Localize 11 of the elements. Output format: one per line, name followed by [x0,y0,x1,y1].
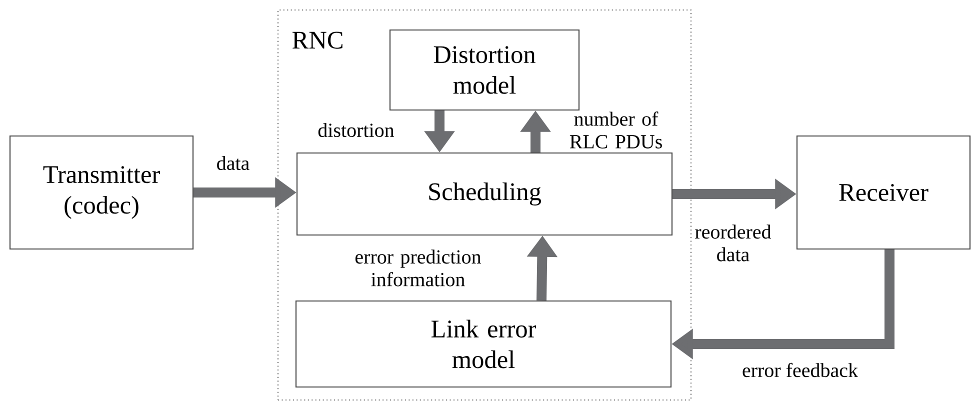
edge-label: reordered data [695,224,772,262]
edge-label: number of RLC PDUs [570,112,662,148]
process-box: Transmitter (codec) [9,135,194,250]
process-box: Distortion model [389,29,580,111]
process-box: Scheduling [296,152,673,236]
edge-label: error prediction information [355,250,482,286]
process-box: Receiver [796,135,971,250]
edge-label: error feedback [742,362,858,378]
edge-label: data [217,156,250,170]
process-box: Link error model [295,300,672,388]
edge-label: distortion [318,122,394,138]
